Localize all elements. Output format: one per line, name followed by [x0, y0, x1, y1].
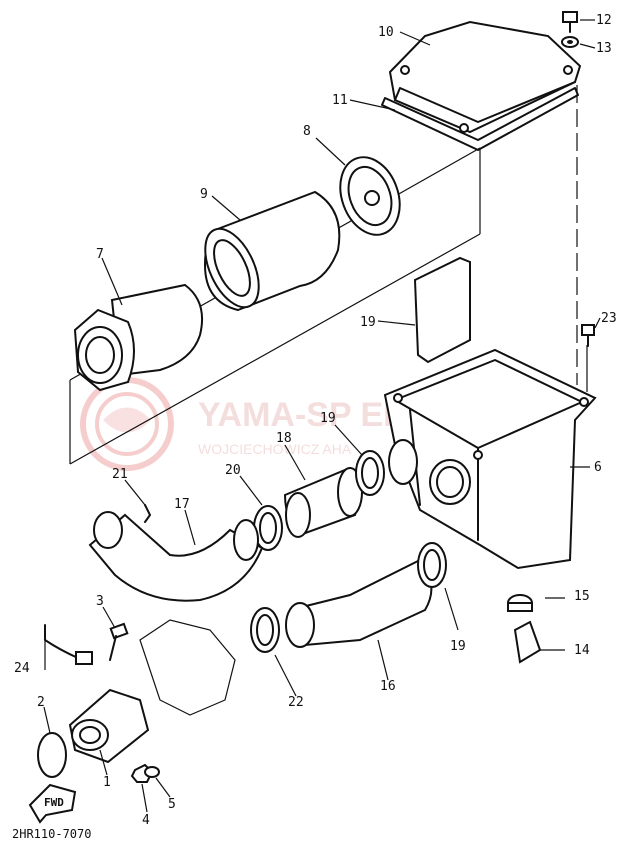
intake-duct-17 [88, 511, 264, 602]
callout-14: 14 [574, 643, 590, 658]
filter-element [203, 190, 341, 312]
divider-plate [413, 256, 471, 364]
callout-17: 17 [174, 497, 190, 512]
watermark-subtitle: WOJCIECHOWICZ AHA [198, 441, 352, 457]
callout-25: 24 [14, 661, 30, 676]
callout-12: 12 [596, 13, 612, 28]
callout-13: 13 [596, 41, 612, 56]
callout-19-lower: 19 [450, 639, 466, 654]
airbox-case [383, 348, 597, 570]
drain-14 [513, 620, 542, 664]
guide-frame-bottom [69, 233, 481, 465]
grommet-15 [507, 594, 533, 612]
leader-lines [43, 19, 601, 813]
carburetor-outline [139, 619, 236, 716]
callout-11: 11 [332, 93, 348, 108]
airbox-cover [388, 20, 582, 134]
callout-24: 23 [601, 311, 617, 326]
cover-gasket [381, 87, 579, 151]
callout-1: 1 [103, 775, 111, 790]
callout-23: 22 [288, 695, 304, 710]
callout-5: 5 [168, 797, 176, 812]
callout-19-upper: 19 [320, 411, 336, 426]
callout-22: 21 [112, 467, 128, 482]
washer-5 [144, 766, 160, 778]
callout-18: 18 [276, 431, 292, 446]
callout-2: 2 [37, 695, 45, 710]
joint-18 [283, 467, 363, 538]
hose-16 [285, 558, 433, 648]
screw-12 [562, 11, 578, 33]
callout-10: 10 [378, 25, 394, 40]
callout-4: 4 [142, 813, 150, 828]
element-cap [339, 156, 401, 236]
callout-labels: 10 11 12 13 8 9 7 19 23 6 19 18 20 21 17… [14, 13, 617, 828]
bolt-24 [581, 324, 595, 347]
fwd-arrow: FWD [28, 783, 77, 824]
callout-15: 15 [574, 589, 590, 604]
carb-joint-1 [68, 688, 150, 764]
fwd-label: FWD [44, 796, 64, 809]
bolt-3 [109, 622, 129, 661]
callout-21: 19 [360, 315, 376, 330]
diagram-code: 2HR110-7070 [12, 827, 91, 841]
callout-8: 8 [303, 124, 311, 139]
clamp-19-lower [417, 542, 447, 588]
sensor-25 [44, 624, 93, 665]
callout-9: 9 [200, 187, 208, 202]
callout-6: 6 [594, 460, 602, 475]
callout-20: 20 [225, 463, 241, 478]
element-holder [73, 283, 204, 392]
clip-22 [144, 504, 151, 523]
callout-7: 7 [96, 247, 104, 262]
clamp-23 [250, 607, 280, 653]
callout-3: 3 [96, 594, 104, 609]
washer-13 [561, 36, 579, 48]
gasket-2 [37, 732, 67, 778]
clamp-19-upper [355, 439, 418, 496]
callout-16: 16 [380, 679, 396, 694]
